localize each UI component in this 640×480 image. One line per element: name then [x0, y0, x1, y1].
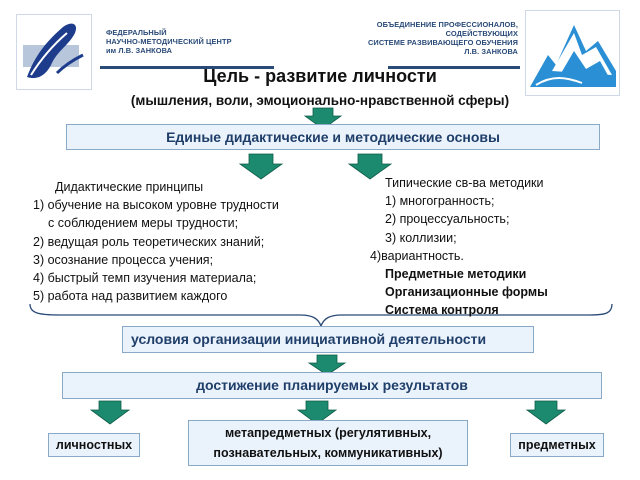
principle-item-3: 3) осознание процесса учения;: [33, 252, 214, 267]
method-item-3: 3) коллизии;: [385, 230, 457, 245]
header-divider-right: [388, 66, 520, 69]
center-name: ФЕДЕРАЛЬНЫЙ НАУЧНО-МЕТОДИЧЕСКИЙ ЦЕНТР им…: [106, 28, 276, 55]
principle-item-5: 5) работа над развитием каждого: [33, 289, 228, 304]
foundation-box: Единые дидактические и методические осно…: [66, 124, 600, 150]
association-name-line2: СОДЕЙСТВУЮЩИХ: [445, 29, 518, 38]
control-system: Система контроля: [385, 303, 499, 318]
personal-results-box: личностных: [48, 433, 140, 457]
metasubject-line1: метапредметных (регулятивных,: [224, 426, 432, 440]
organizational-forms: Организационные формы: [385, 285, 548, 300]
page-subtitle: (мышления, воли, эмоционально-нравственн…: [130, 93, 510, 108]
arrow-to-foundation-icon: [303, 107, 343, 130]
method-item-2: 2) процессуальность;: [385, 212, 510, 227]
method-item-4: 4)вариантность.: [370, 248, 464, 263]
header-divider-left: [100, 66, 274, 69]
conditions-box: условия организации инициативной деятель…: [122, 326, 534, 353]
association-logo: [525, 10, 620, 96]
method-heading: Типические св-ва методики: [385, 176, 544, 190]
principle-item-1: 1) обучение на высоком уровне трудности: [33, 198, 279, 213]
center-logo: [16, 14, 92, 90]
arrow-to-principles-icon: [238, 153, 284, 180]
association-name: ОБЪЕДИНЕНИЕ ПРОФЕССИОНАЛОВ, СОДЕЙСТВУЮЩИ…: [340, 20, 518, 56]
metasubject-line2: познавательных, коммуникативных): [213, 446, 443, 460]
center-name-line3: им Л.В. ЗАНКОВА: [106, 46, 173, 55]
association-name-line3: СИСТЕМЕ РАЗВИВАЮЩЕГО ОБУЧЕНИЯ: [367, 38, 518, 47]
achievement-box: достижение планируемых результатов: [62, 372, 602, 399]
arrow-to-subject-icon: [525, 400, 567, 425]
subject-results-box: предметных: [510, 433, 604, 457]
principles-heading: Дидактические принципы: [55, 180, 204, 194]
arrow-to-method-icon: [347, 153, 393, 180]
principle-item-4: 4) быстрый темп изучения материала;: [33, 271, 257, 286]
association-name-line4: Л.В. ЗАНКОВА: [464, 47, 518, 56]
arrow-to-meta-icon: [296, 400, 338, 425]
arrow-to-achievement-icon: [307, 354, 347, 376]
method-item-1: 1) многогранность;: [385, 194, 495, 209]
arrow-to-personal-icon: [89, 400, 131, 425]
metasubject-results-box: метапредметных (регулятивных, познавател…: [188, 420, 468, 466]
principle-item-2: 2) ведущая роль теоретических знаний;: [33, 234, 265, 249]
didactic-principles: Дидактические принципы 1) обучение на вы…: [30, 178, 330, 305]
center-name-line1: ФЕДЕРАЛЬНЫЙ: [106, 28, 167, 37]
method-properties: Типические св-ва методики 1) многогранно…: [370, 174, 600, 320]
principle-item-1-cont: с соблюдением меры трудности;: [48, 216, 239, 231]
subject-methods: Предметные методики: [385, 267, 527, 282]
page-title: Цель - развитие личности: [203, 66, 437, 86]
association-name-line1: ОБЪЕДИНЕНИЕ ПРОФЕССИОНАЛОВ,: [376, 20, 518, 29]
center-name-line2: НАУЧНО-МЕТОДИЧЕСКИЙ ЦЕНТР: [106, 37, 232, 46]
